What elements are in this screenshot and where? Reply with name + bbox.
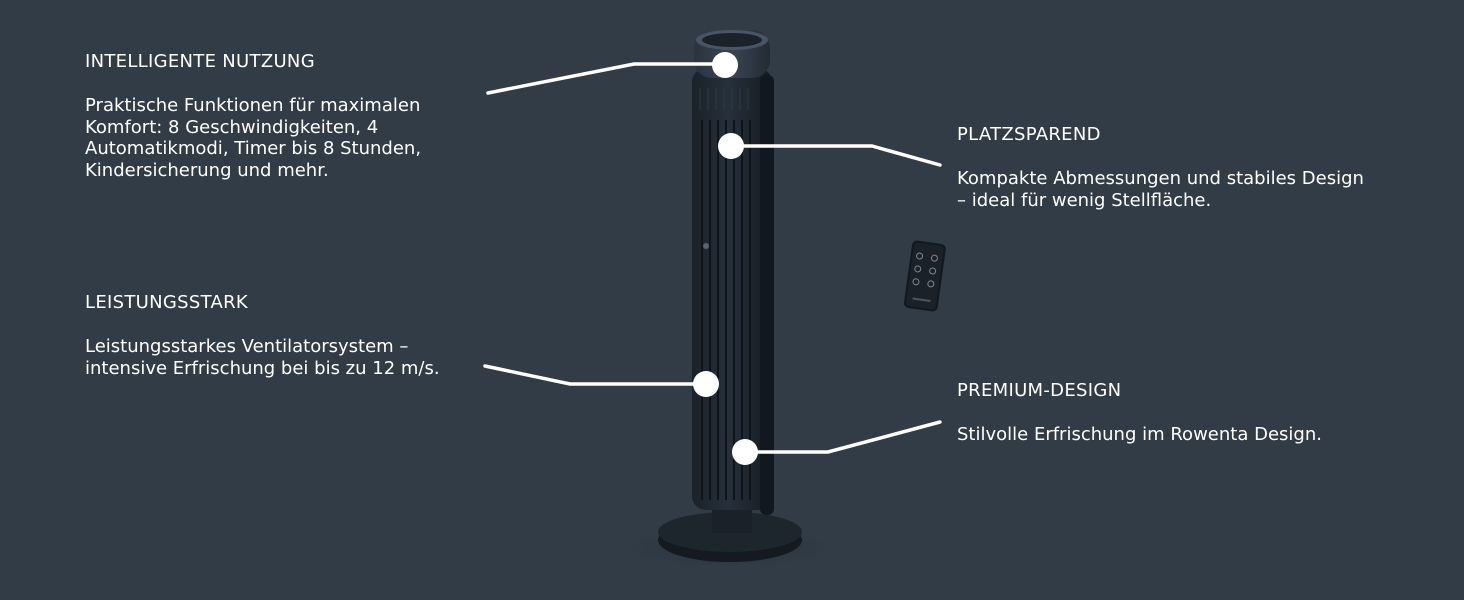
feature-text: Kompakte Abmessungen und stabiles Design… (957, 168, 1364, 211)
callout-dot-3 (693, 371, 719, 397)
feature-title: INTELLIGENTE NUTZUNG (85, 51, 315, 72)
feature-platzsparend: PLATZSPAREND Kompakte Abmessungen und st… (957, 124, 1377, 211)
callout-dot-2 (718, 133, 744, 159)
feature-title: PREMIUM-DESIGN (957, 380, 1122, 401)
feature-title: PLATZSPAREND (957, 124, 1101, 145)
callout-platzsparend (733, 144, 942, 167)
tower-fan-image (610, 30, 850, 570)
feature-text: Leistungsstarkes Ventilatorsystem – inte… (85, 336, 440, 379)
feature-leistungsstark: LEISTUNGSSTARK Leistungsstarkes Ventilat… (85, 292, 485, 379)
callout-dot-4 (732, 439, 758, 465)
feature-text: Stilvolle Erfrischung im Rowenta Design. (957, 424, 1322, 445)
feature-premium-design: PREMIUM-DESIGN Stilvolle Erfrischung im … (957, 380, 1397, 446)
callout-dot-1 (712, 52, 738, 78)
remote-control-image (903, 240, 946, 312)
callout-intelligente-nutzung (486, 62, 724, 95)
feature-title: LEISTUNGSSTARK (85, 292, 248, 313)
callout-leistungsstark (483, 364, 705, 386)
feature-intelligente-nutzung: INTELLIGENTE NUTZUNG Praktische Funktion… (85, 51, 485, 181)
feature-text: Praktische Funktionen für maximalen Komf… (85, 95, 422, 181)
callout-premium-design (746, 420, 942, 454)
